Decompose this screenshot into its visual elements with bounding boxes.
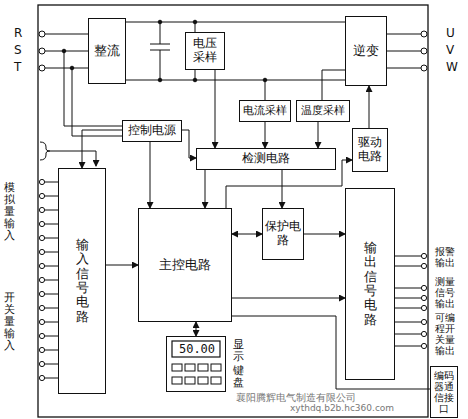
signal-connector — [265, 122, 266, 148]
block-label: 驱动电路 — [355, 136, 385, 164]
block-box: 输入信号电路 — [58, 168, 106, 394]
signal-label: 模拟量输入 — [4, 182, 15, 242]
block-label: 电压采样 — [188, 37, 222, 65]
block-box: 控制电源 — [122, 120, 182, 142]
terminal-name: V — [446, 44, 454, 57]
signal-label: 可编程开关量输出 — [435, 312, 455, 356]
block-label: 电流采样 — [243, 105, 287, 118]
signal-connector — [318, 122, 319, 148]
keypad-buttons — [172, 341, 221, 384]
keypad-panel: 50.00显示键盘 — [166, 336, 226, 392]
block-box: 检测电路 — [196, 148, 336, 170]
signal-connector — [150, 142, 151, 208]
terminal-name: S — [14, 44, 22, 57]
signal-connector — [232, 298, 345, 299]
block-box: 驱动电路 — [352, 128, 388, 172]
block-label: 保护电路 — [265, 220, 301, 248]
block-box: 温度采样 — [296, 100, 350, 122]
block-box: 电流采样 — [239, 100, 291, 122]
signal-connector — [304, 234, 345, 235]
signal-connector — [282, 170, 283, 208]
terminal-name: T — [14, 61, 21, 74]
housing-frame — [38, 5, 428, 417]
watermark: xythdq.b2b.hc360.com — [290, 404, 394, 414]
block-label: 输出信号电路 — [364, 241, 377, 327]
signal-connector — [369, 86, 370, 128]
terminal-name: R — [14, 27, 22, 40]
block-label: 输入信号电路 — [76, 238, 89, 324]
signal-connector — [126, 80, 345, 81]
signal-connector — [232, 316, 430, 389]
block-box: 保护电路 — [262, 208, 304, 260]
signal-connector — [106, 265, 138, 266]
signal-connector — [126, 22, 345, 23]
block-box: 整流 — [88, 18, 126, 84]
output-signal-terminals — [395, 253, 427, 348]
block-box: 编码器通信接口 — [430, 366, 458, 418]
panel-caption: 显示 — [233, 339, 244, 363]
block-label: 逆变 — [353, 44, 379, 59]
block-label: 整流 — [94, 44, 120, 59]
block-label: 检测电路 — [242, 152, 290, 166]
signal-connector — [82, 130, 122, 168]
block-label: 编码器通信接口 — [434, 370, 454, 414]
input-signal-terminals — [39, 179, 58, 380]
signal-connector — [232, 234, 262, 235]
output-terminals — [387, 31, 427, 71]
signal-connector — [215, 70, 216, 148]
signal-label: 开关量输入 — [4, 292, 15, 352]
signal-connector — [322, 70, 345, 100]
display-readout: 50.00 — [173, 342, 221, 357]
dc-link-capacitor — [150, 20, 267, 100]
terminal-name: U — [446, 27, 455, 40]
signal-connector — [205, 170, 206, 208]
terminal-name: W — [446, 61, 458, 74]
block-label: 温度采样 — [301, 105, 345, 118]
block-box: 逆变 — [345, 16, 387, 86]
signal-connector — [182, 130, 196, 158]
block-box: 输出信号电路 — [345, 188, 395, 380]
block-box: 电压采样 — [185, 32, 225, 70]
signal-label: 报警输出 — [435, 246, 455, 268]
block-box: 主控电路 — [138, 208, 232, 322]
bracket-input — [40, 142, 96, 166]
panel-caption: 键盘 — [233, 365, 244, 389]
block-label: 主控电路 — [159, 258, 211, 273]
signal-connector — [196, 322, 197, 336]
watermark: 襄阳腾辉电气制造有限公司 — [236, 392, 356, 403]
signal-label: 测量信号输出 — [435, 276, 455, 309]
block-label: 控制电源 — [128, 124, 176, 138]
